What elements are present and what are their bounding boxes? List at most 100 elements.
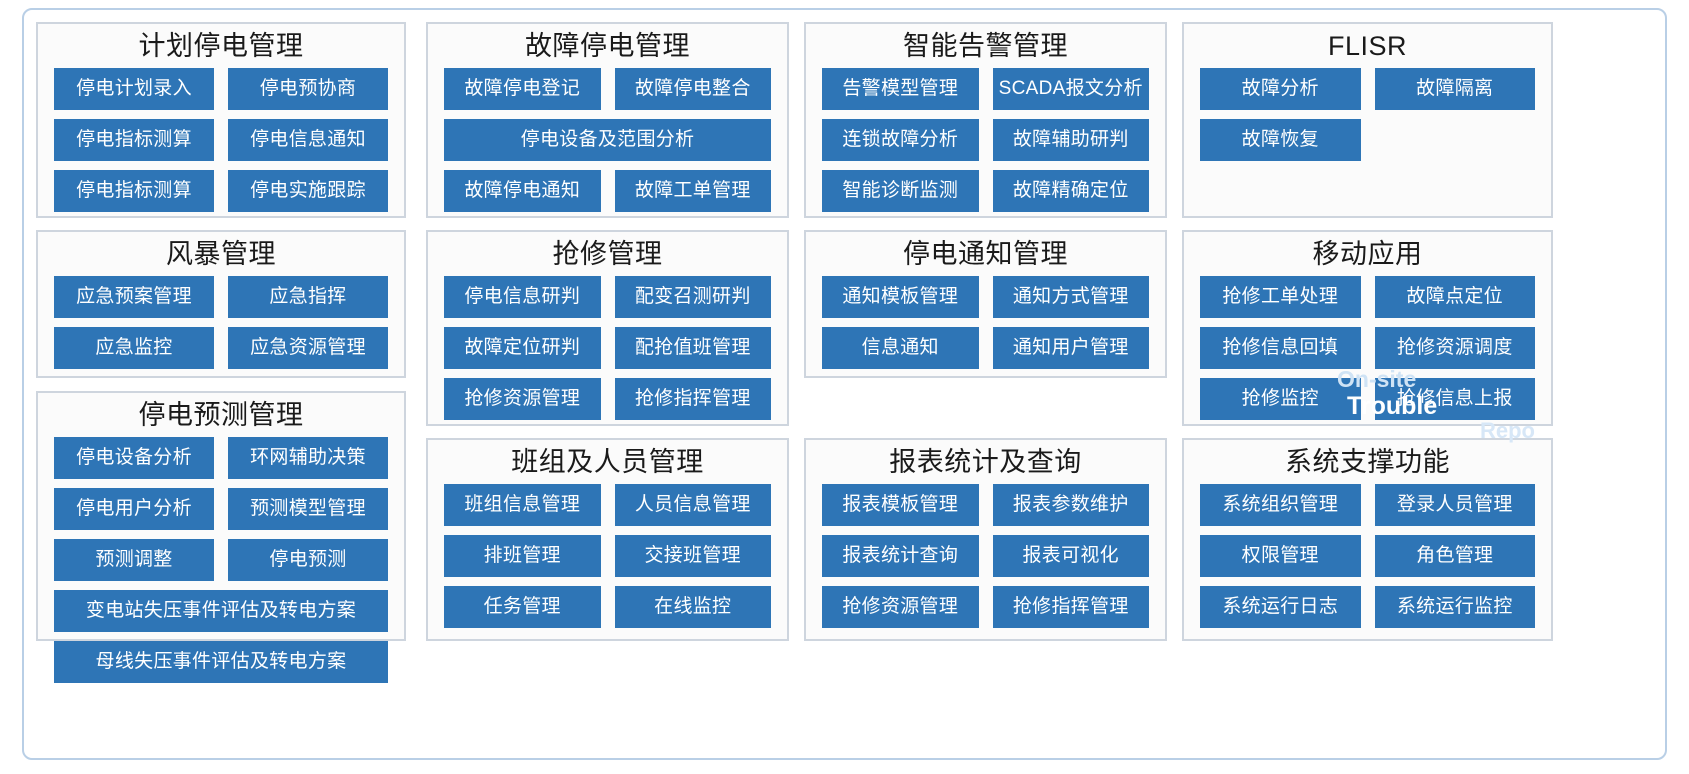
card-button-group: 班组信息管理人员信息管理排班管理交接班管理任务管理在线监控: [428, 484, 787, 640]
module-button[interactable]: 环网辅助决策: [228, 437, 388, 480]
card-system-support[interactable]: 系统支撑功能 系统组织管理登录人员管理权限管理角色管理系统运行日志系统运行监控: [1182, 438, 1553, 641]
card-flisr[interactable]: FLISR 故障分析故障隔离故障恢复: [1182, 22, 1553, 218]
module-button[interactable]: 预测调整: [54, 539, 214, 582]
module-button[interactable]: 智能诊断监测: [822, 170, 979, 213]
card-button-group: 停电计划录入停电预协商停电指标测算停电信息通知停电指标测算停电实施跟踪: [38, 68, 404, 224]
module-button[interactable]: 预测模型管理: [228, 488, 388, 531]
card-button-group: 故障停电登记故障停电整合停电设备及范围分析故障停电通知故障工单管理: [428, 68, 787, 224]
module-button[interactable]: 抢修资源管理: [822, 586, 979, 629]
card-button-group: 故障分析故障隔离故障恢复: [1184, 68, 1551, 173]
module-button[interactable]: 应急监控: [54, 327, 214, 370]
module-button[interactable]: 通知方式管理: [992, 276, 1149, 319]
module-button[interactable]: 报表可视化: [992, 535, 1149, 578]
module-button[interactable]: 停电预测: [228, 539, 388, 582]
module-button[interactable]: 停电设备分析: [54, 437, 214, 480]
module-button[interactable]: 抢修指挥管理: [992, 586, 1149, 629]
module-button[interactable]: 停电信息通知: [228, 119, 388, 162]
module-button[interactable]: 停电指标测算: [54, 170, 214, 213]
module-button[interactable]: 系统运行监控: [1374, 586, 1535, 629]
module-button[interactable]: 故障停电整合: [614, 68, 771, 111]
card-outage-forecast[interactable]: 停电预测管理 停电设备分析环网辅助决策停电用户分析预测模型管理预测调整停电预测变…: [36, 391, 406, 684]
module-button[interactable]: 系统运行日志: [1200, 586, 1361, 629]
card-button-group: 应急预案管理应急指挥应急监控应急资源管理: [38, 276, 404, 381]
module-button[interactable]: 交接班管理: [614, 535, 771, 578]
module-button[interactable]: 在线监控: [614, 586, 771, 629]
module-button[interactable]: 故障停电通知: [444, 170, 601, 213]
card-button-group: 停电设备分析环网辅助决策停电用户分析预测模型管理预测调整停电预测变电站失压事件评…: [38, 437, 404, 695]
module-button[interactable]: 告警模型管理: [822, 68, 979, 111]
module-button[interactable]: 故障停电登记: [444, 68, 601, 111]
card-outage-notification[interactable]: 停电通知管理 通知模板管理通知方式管理信息通知通知用户管理: [804, 230, 1167, 378]
card-title: FLISR: [1327, 31, 1408, 61]
module-button[interactable]: 任务管理: [444, 586, 601, 629]
module-button[interactable]: 抢修工单处理: [1200, 276, 1361, 319]
card-button-group: 告警模型管理 SCADA报文分析连锁故障分析故障辅助研判智能诊断监测故障精确定位: [806, 68, 1165, 224]
card-title: 班组及人员管理: [511, 447, 704, 477]
module-button[interactable]: 人员信息管理: [614, 484, 771, 527]
module-button[interactable]: 停电信息研判: [444, 276, 601, 319]
module-button[interactable]: 故障恢复: [1200, 119, 1361, 162]
card-button-group: 通知模板管理通知方式管理信息通知通知用户管理: [806, 276, 1165, 381]
card-planned-outage[interactable]: 计划停电管理 停电计划录入停电预协商停电指标测算停电信息通知停电指标测算停电实施…: [36, 22, 406, 218]
module-button[interactable]: 故障精确定位: [992, 170, 1149, 213]
module-button[interactable]: 停电设备及范围分析: [444, 119, 771, 162]
module-button[interactable]: 应急资源管理: [228, 327, 388, 370]
module-button[interactable]: 抢修信息回填: [1200, 327, 1361, 370]
module-button[interactable]: 停电预协商: [228, 68, 388, 111]
card-fault-outage[interactable]: 故障停电管理 故障停电登记故障停电整合停电设备及范围分析故障停电通知故障工单管理: [426, 22, 789, 218]
module-button[interactable]: 抢修资源管理: [444, 378, 601, 421]
module-button[interactable]: 信息通知: [822, 327, 979, 370]
card-title: 智能告警管理: [903, 31, 1068, 61]
module-button[interactable]: 抢修监控: [1200, 378, 1361, 421]
card-title: 报表统计及查询: [889, 447, 1082, 477]
module-button[interactable]: 故障工单管理: [614, 170, 771, 213]
module-button[interactable]: 故障辅助研判: [992, 119, 1149, 162]
card-title: 抢修管理: [552, 239, 663, 269]
card-report-query[interactable]: 报表统计及查询 报表模板管理报表参数维护报表统计查询报表可视化抢修资源管理抢修指…: [804, 438, 1167, 641]
card-button-group: 停电信息研判配变召测研判故障定位研判配抢值班管理抢修资源管理抢修指挥管理: [428, 276, 787, 432]
module-button[interactable]: 抢修资源调度: [1374, 327, 1535, 370]
card-smart-alarm[interactable]: 智能告警管理 告警模型管理 SCADA报文分析连锁故障分析故障辅助研判智能诊断监测…: [804, 22, 1167, 218]
card-title: 风暴管理: [166, 239, 276, 269]
card-mobile-application[interactable]: 移动应用 抢修工单处理故障点定位抢修信息回填抢修资源调度抢修监控抢修信息上报: [1182, 230, 1553, 426]
module-button[interactable]: 停电实施跟踪: [228, 170, 388, 213]
module-button[interactable]: 报表模板管理: [822, 484, 979, 527]
card-title: 停电预测管理: [138, 400, 304, 430]
module-button[interactable]: 应急指挥: [228, 276, 388, 319]
module-button[interactable]: 故障定位研判: [444, 327, 601, 370]
module-button[interactable]: 抢修信息上报: [1374, 378, 1535, 421]
module-button[interactable]: 登录人员管理: [1374, 484, 1535, 527]
module-button[interactable]: 连锁故障分析: [822, 119, 979, 162]
module-button[interactable]: 故障隔离: [1374, 68, 1535, 111]
module-button[interactable]: 配变召测研判: [614, 276, 771, 319]
module-button[interactable]: 权限管理: [1200, 535, 1361, 578]
card-button-group: 系统组织管理登录人员管理权限管理角色管理系统运行日志系统运行监控: [1184, 484, 1551, 640]
card-title: 停电通知管理: [903, 239, 1068, 269]
module-button[interactable]: 停电计划录入: [54, 68, 214, 111]
card-title: 故障停电管理: [525, 31, 690, 61]
module-button[interactable]: 报表参数维护: [992, 484, 1149, 527]
module-button[interactable]: 停电指标测算: [54, 119, 214, 162]
module-button[interactable]: 变电站失压事件评估及转电方案: [54, 590, 388, 633]
module-button[interactable]: 角色管理: [1374, 535, 1535, 578]
module-button[interactable]: 排班管理: [444, 535, 601, 578]
module-button[interactable]: 系统组织管理: [1200, 484, 1361, 527]
module-button[interactable]: 故障分析: [1200, 68, 1361, 111]
card-title: 系统支撑功能: [1285, 447, 1450, 477]
module-button[interactable]: 配抢值班管理: [614, 327, 771, 370]
module-button[interactable]: 母线失压事件评估及转电方案: [54, 641, 388, 684]
module-button[interactable]: SCADA报文分析: [992, 68, 1149, 111]
module-button[interactable]: 通知模板管理: [822, 276, 979, 319]
module-button[interactable]: 报表统计查询: [822, 535, 979, 578]
module-button[interactable]: 应急预案管理: [54, 276, 214, 319]
card-emergency-repair[interactable]: 抢修管理 停电信息研判配变召测研判故障定位研判配抢值班管理抢修资源管理抢修指挥管…: [426, 230, 789, 426]
module-button[interactable]: 班组信息管理: [444, 484, 601, 527]
card-storm-management[interactable]: 风暴管理 应急预案管理应急指挥应急监控应急资源管理: [36, 230, 406, 378]
module-button[interactable]: 抢修指挥管理: [614, 378, 771, 421]
card-team-personnel[interactable]: 班组及人员管理 班组信息管理人员信息管理排班管理交接班管理任务管理在线监控: [426, 438, 789, 641]
module-button[interactable]: 通知用户管理: [992, 327, 1149, 370]
module-grid: 计划停电管理 停电计划录入停电预协商停电指标测算停电信息通知停电指标测算停电实施…: [36, 22, 1653, 746]
module-button[interactable]: 停电用户分析: [54, 488, 214, 531]
module-button[interactable]: 故障点定位: [1374, 276, 1535, 319]
